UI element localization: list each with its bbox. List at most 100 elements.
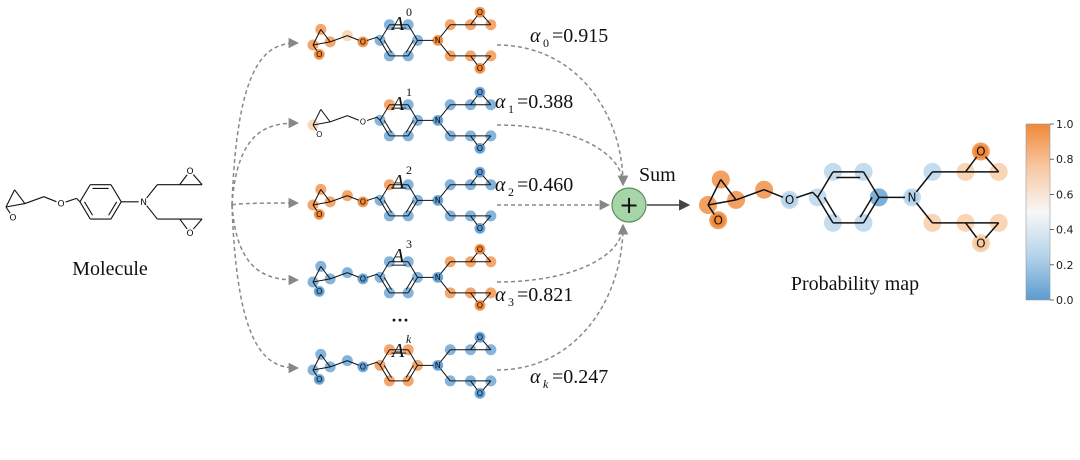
svg-text:N: N [435, 116, 441, 125]
colorbar-tick-label-5: 0.0 [1056, 294, 1074, 307]
colorbar-gradient [1025, 123, 1051, 301]
feature-map-1: O O N O O [307, 86, 497, 154]
fan-arrow-4 [231, 204, 300, 374]
fan-arrow-1 [231, 117, 300, 206]
svg-text:k: k [406, 332, 412, 346]
svg-text:O: O [316, 130, 322, 139]
svg-text:O: O [316, 50, 322, 59]
alpha-label-2: α 2 =0.460 [495, 174, 573, 199]
converging-arrows [496, 44, 629, 371]
svg-text:O: O [477, 88, 483, 97]
svg-text:=0.247: =0.247 [552, 366, 608, 388]
svg-text:2: 2 [406, 163, 412, 177]
svg-text:A: A [390, 13, 405, 35]
svg-text:O: O [316, 287, 322, 296]
sum-label: Sum [639, 164, 676, 186]
svg-text:=0.915: =0.915 [552, 25, 608, 47]
svg-text:A: A [390, 245, 405, 267]
svg-text:O: O [477, 168, 483, 177]
svg-text:O: O [477, 389, 483, 398]
svg-text:3: 3 [406, 237, 412, 251]
converge-arrow-1 [496, 124, 629, 187]
svg-text:N: N [908, 191, 917, 205]
feature-map-2: O O N O O [307, 166, 497, 234]
colorbar-tick-label-1: 0.8 [1056, 153, 1074, 166]
svg-text:O: O [316, 375, 322, 384]
feature-map-0: O O N O O [307, 6, 497, 74]
feature-map-label-0: A 0 [390, 5, 412, 35]
svg-text:N: N [435, 36, 441, 45]
svg-text:3: 3 [508, 295, 514, 309]
ellipsis-dots: ··· [391, 310, 409, 330]
svg-text:=0.388: =0.388 [517, 91, 573, 113]
svg-text:O: O [186, 167, 193, 177]
svg-text:+: + [619, 191, 639, 219]
svg-text:O: O [9, 213, 16, 223]
colorbar-tick-label-2: 0.6 [1056, 188, 1074, 201]
svg-text:O: O [976, 145, 985, 159]
svg-text:O: O [713, 214, 722, 228]
feature-map-label-1: A 1 [390, 85, 412, 115]
svg-text:=0.821: =0.821 [517, 284, 573, 306]
svg-text:O: O [360, 118, 366, 127]
alpha-label-0: α 0 =0.915 [530, 25, 608, 50]
svg-text:A: A [390, 93, 405, 115]
alpha-label-k: α k =0.247 [530, 366, 608, 391]
svg-text:α: α [530, 25, 541, 47]
svg-text:α: α [530, 366, 541, 388]
svg-text:A: A [390, 171, 405, 193]
svg-text:N: N [140, 198, 147, 208]
svg-text:N: N [435, 196, 441, 205]
converge-arrow-3 [496, 223, 629, 283]
svg-text:O: O [477, 144, 483, 153]
colorbar-tick-label-0: 1.0 [1056, 118, 1074, 131]
input-molecule: O O N O O [5, 165, 203, 239]
svg-text:1: 1 [508, 102, 514, 116]
feature-map-label-2: A 2 [390, 163, 412, 193]
svg-text:O: O [360, 198, 366, 207]
svg-text:1: 1 [406, 85, 412, 99]
svg-text:k: k [543, 377, 549, 391]
svg-text:O: O [477, 333, 483, 342]
colorbar-ticks: 1.0 0.8 0.6 0.4 0.2 0.0 [1050, 118, 1074, 307]
svg-text:O: O [477, 301, 483, 310]
svg-text:N: N [435, 273, 441, 282]
sum-node: + [611, 187, 647, 223]
svg-text:O: O [57, 200, 64, 210]
colorbar-tick-label-3: 0.4 [1056, 224, 1074, 237]
fan-arrow-0 [231, 37, 300, 206]
converge-arrow-4 [496, 223, 629, 371]
svg-text:α: α [495, 284, 506, 306]
colorbar-tick-label-4: 0.2 [1056, 259, 1074, 272]
svg-text:α: α [495, 91, 506, 113]
converge-arrow-0 [496, 44, 629, 187]
svg-text:2: 2 [508, 185, 514, 199]
svg-text:α: α [495, 174, 506, 196]
svg-text:O: O [477, 64, 483, 73]
svg-text:0: 0 [543, 36, 549, 50]
svg-text:O: O [360, 38, 366, 47]
fan-arrow-2 [231, 197, 300, 209]
alpha-label-3: α 3 =0.821 [495, 284, 573, 309]
svg-text:O: O [477, 8, 483, 17]
alpha-label-1: α 1 =0.388 [495, 91, 573, 116]
svg-text:O: O [316, 210, 322, 219]
svg-text:O: O [360, 363, 366, 372]
molecule-label: Molecule [72, 258, 148, 280]
colorbar: 1.0 0.8 0.6 0.4 0.2 0.0 [1025, 118, 1074, 307]
svg-text:A: A [390, 340, 405, 362]
svg-text:O: O [186, 229, 193, 239]
svg-text:=0.460: =0.460 [517, 174, 573, 196]
svg-text:O: O [976, 236, 985, 250]
probability-map-label: Probability map [791, 273, 919, 295]
fan-out-arrows [231, 37, 300, 374]
fan-arrow-3 [231, 204, 300, 286]
svg-text:O: O [477, 224, 483, 233]
feature-map-label-k: A k [390, 332, 412, 362]
